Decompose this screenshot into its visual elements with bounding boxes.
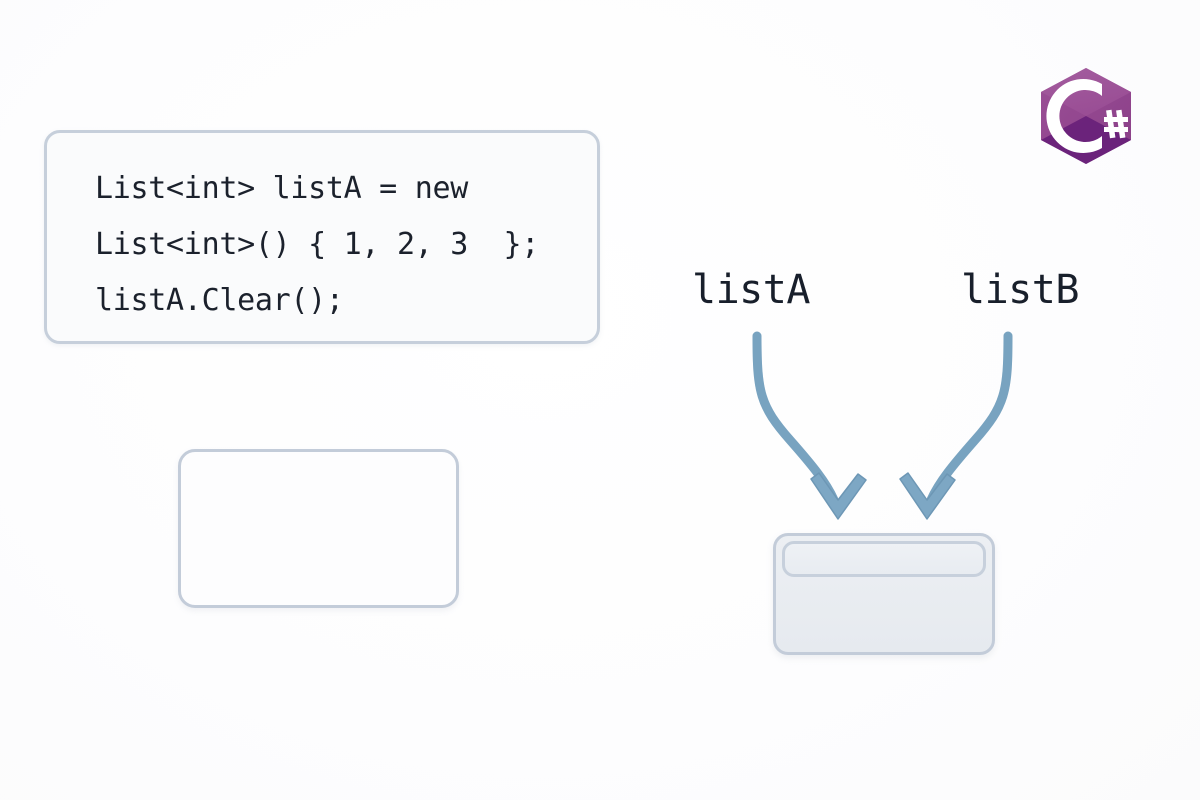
arrow-listb-head	[899, 472, 956, 520]
label-listb: listB	[961, 267, 1079, 313]
csharp-logo-svg	[1041, 68, 1131, 164]
arrow-listb-shaft-shade	[926, 331, 1013, 505]
hexagon-top-face	[1041, 68, 1131, 116]
arrow-lista	[752, 331, 867, 520]
arrow-lista-shaft	[752, 331, 839, 505]
code-snippet: List<int> listA = new List<int>() { 1, 2…	[95, 171, 540, 318]
empty-list-box	[178, 449, 459, 608]
label-lista: listA	[692, 267, 810, 313]
filled-list-box	[773, 533, 995, 655]
arrow-lista-head	[810, 472, 867, 520]
code-card: List<int> listA = new List<int>() { 1, 2…	[44, 130, 600, 344]
filled-list-box-header	[782, 541, 986, 577]
arrow-lista-shaft-shade	[752, 331, 839, 505]
sharp-symbol-glyph	[1104, 109, 1128, 139]
csharp-logo	[1032, 62, 1140, 170]
arrow-listb	[899, 331, 1013, 520]
arrow-listb-shaft	[926, 331, 1013, 505]
letter-c-glyph	[1046, 79, 1102, 153]
